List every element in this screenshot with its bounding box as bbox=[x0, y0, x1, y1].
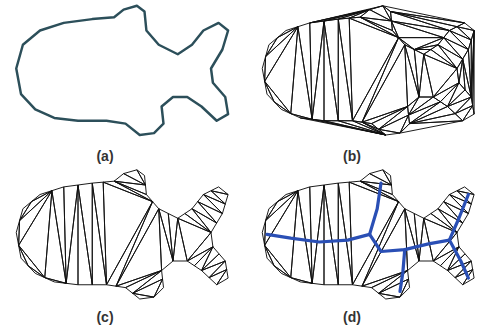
triangle-edge bbox=[338, 182, 352, 285]
fish-panel bbox=[262, 6, 474, 135]
triangle-edge bbox=[419, 218, 433, 261]
triangle-edge bbox=[463, 59, 472, 97]
fish-panel bbox=[262, 170, 474, 299]
fish-panel bbox=[16, 170, 228, 299]
triangle-edge bbox=[16, 221, 19, 246]
triangle-edge bbox=[349, 182, 398, 285]
panel-label: (b) bbox=[343, 149, 361, 163]
triangle-edge bbox=[400, 121, 463, 133]
triangle-edge bbox=[19, 245, 29, 265]
triangle-edge bbox=[209, 261, 227, 278]
skeleton-line bbox=[267, 234, 370, 242]
panel-label: (a) bbox=[96, 149, 113, 163]
triangle-edge bbox=[349, 18, 398, 121]
fish-outline bbox=[16, 6, 228, 135]
triangle-edge bbox=[310, 6, 383, 23]
triangle-edge bbox=[262, 221, 265, 246]
triangle-edge bbox=[211, 191, 228, 204]
skeleton-line bbox=[370, 234, 450, 251]
triangle-edge bbox=[78, 183, 92, 285]
triangle-edge bbox=[173, 218, 187, 261]
triangle-edge bbox=[414, 50, 424, 98]
skeleton-line bbox=[449, 195, 468, 241]
triangle-edge bbox=[324, 19, 338, 121]
triangle-edge bbox=[202, 261, 226, 278]
triangle-edge bbox=[424, 50, 457, 69]
triangle-edge bbox=[338, 19, 352, 121]
triangle-edge bbox=[408, 97, 419, 115]
triangle-edge bbox=[383, 6, 465, 23]
triangle-edge bbox=[433, 69, 459, 98]
triangle-edge bbox=[265, 81, 291, 113]
triangle-edge bbox=[265, 245, 291, 277]
triangle-edge bbox=[362, 202, 405, 287]
triangle-edge bbox=[362, 38, 405, 123]
triangle-edge bbox=[448, 97, 472, 114]
triangle-edge bbox=[438, 38, 463, 59]
triangle-edge bbox=[19, 191, 52, 246]
triangle-edge bbox=[338, 18, 352, 121]
triangle-edge bbox=[338, 183, 352, 285]
triangle-edge bbox=[168, 214, 178, 262]
triangle-edge bbox=[265, 81, 275, 101]
skeleton-line bbox=[449, 240, 468, 278]
triangle-edge bbox=[262, 57, 265, 82]
triangle-edge bbox=[433, 233, 459, 262]
triangle-edge bbox=[300, 118, 386, 135]
triangle-edge bbox=[265, 27, 298, 114]
triangle-edge bbox=[324, 185, 338, 285]
triangle-edge bbox=[116, 202, 159, 287]
fish-panel bbox=[16, 6, 228, 135]
triangle-edge bbox=[324, 21, 338, 121]
triangle-edge bbox=[324, 183, 338, 285]
triangle-edge bbox=[154, 279, 164, 297]
panel-label: (d) bbox=[343, 310, 361, 324]
triangle-edge bbox=[265, 245, 275, 265]
triangle-edge bbox=[400, 115, 410, 133]
triangle-edge bbox=[178, 214, 211, 233]
triangle-edge bbox=[192, 209, 217, 233]
triangle-edge bbox=[424, 214, 457, 233]
triangle-edge bbox=[133, 293, 154, 299]
triangle-edge bbox=[103, 182, 152, 285]
triangle-edge bbox=[414, 214, 424, 262]
triangle-edge bbox=[126, 271, 162, 294]
triangle-edge bbox=[187, 233, 213, 262]
triangle-edge bbox=[217, 270, 228, 285]
triangle-edge bbox=[372, 107, 408, 130]
triangle-edge bbox=[92, 183, 106, 285]
triangle-edge bbox=[19, 245, 45, 277]
skeleton-line bbox=[370, 183, 381, 234]
triangle-edge bbox=[473, 31, 474, 115]
triangle-edge bbox=[410, 102, 448, 124]
triangle-edge bbox=[379, 293, 400, 299]
triangle-edge bbox=[265, 27, 298, 82]
triangle-edge bbox=[419, 54, 433, 97]
panel-label: (c) bbox=[96, 310, 113, 324]
triangle-edge bbox=[192, 202, 217, 223]
triangle-edge bbox=[19, 191, 52, 278]
triangle-edge bbox=[92, 182, 106, 285]
triangle-edge bbox=[185, 209, 211, 233]
triangle-edge bbox=[78, 185, 92, 285]
triangle-edge bbox=[463, 106, 474, 121]
triangle-edge bbox=[455, 97, 473, 114]
skeleton-line bbox=[400, 250, 405, 292]
triangle-edge bbox=[431, 45, 457, 69]
triangle-edge bbox=[391, 12, 465, 27]
